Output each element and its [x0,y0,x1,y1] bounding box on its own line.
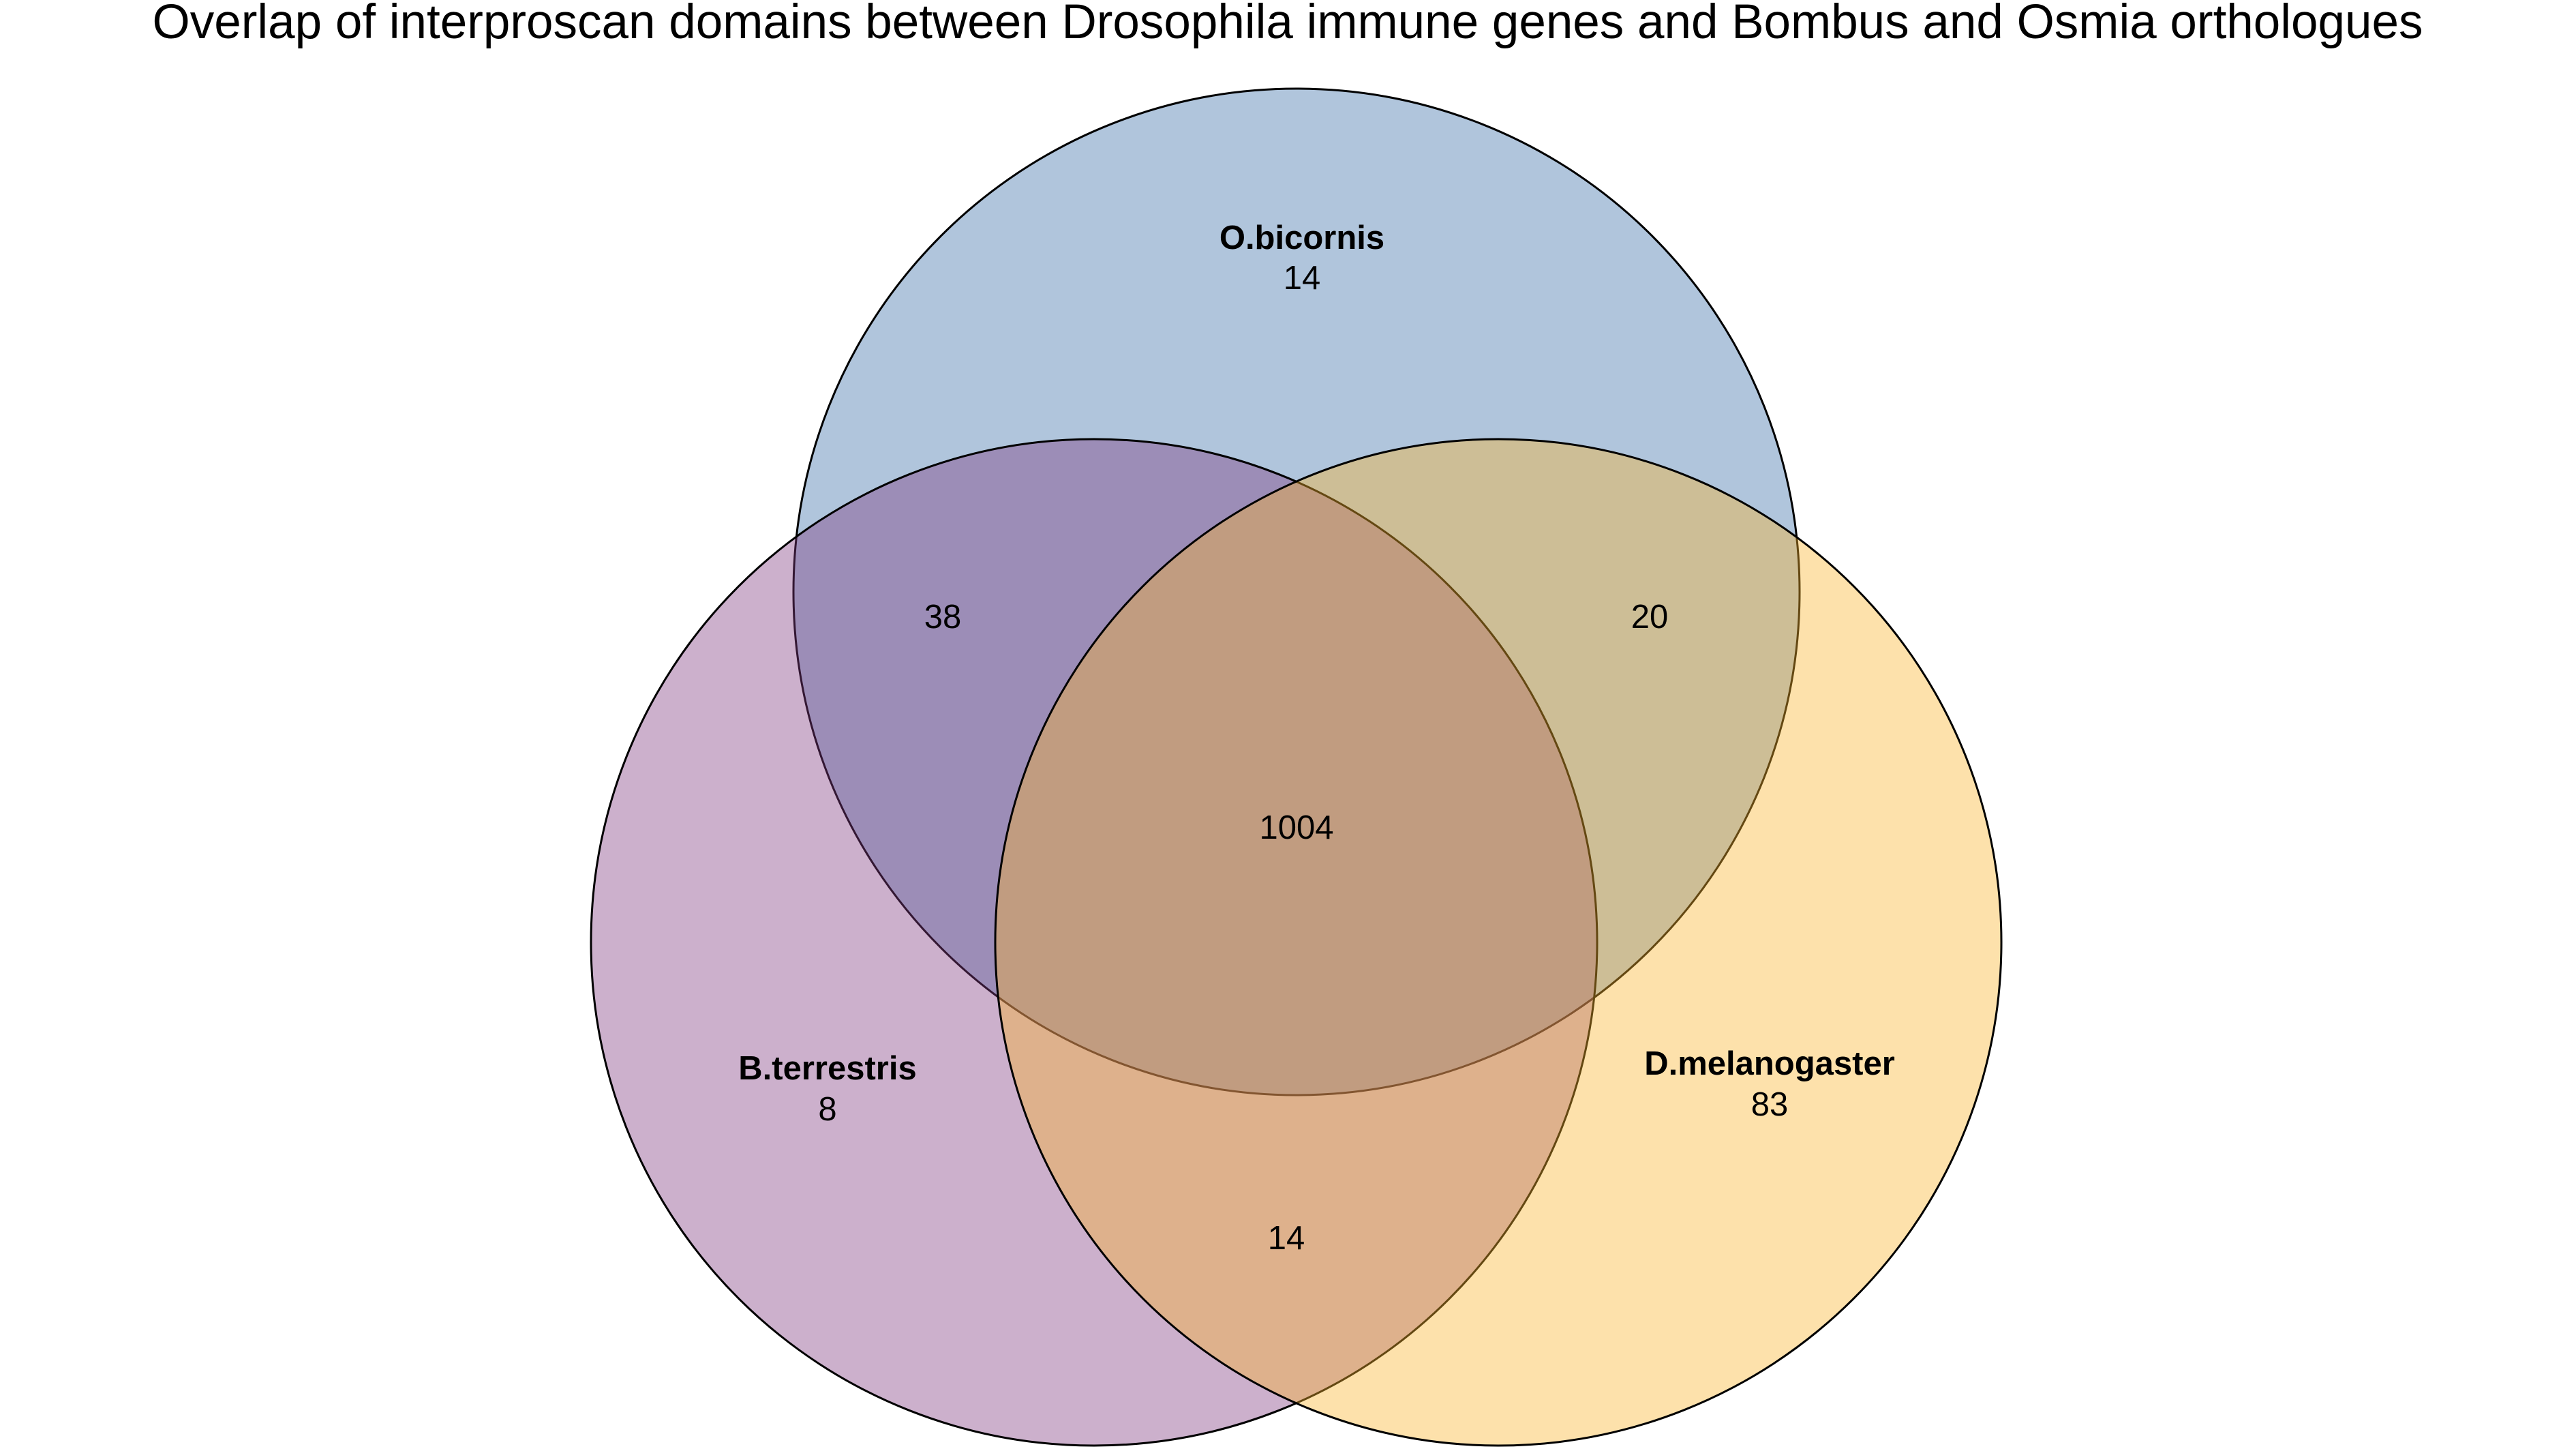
set-label-osmia: O.bicornis [1219,220,1384,256]
count-dmel-only: 83 [1751,1086,1789,1123]
set-label-dmel: D.melanogaster [1644,1045,1895,1082]
diagram-title: Overlap of interproscan domains between … [153,0,2423,49]
set-circle-osmia [792,87,1801,1096]
set-circle-bombus [590,438,1598,1447]
set-label-bombus: B.terrestris [738,1050,916,1087]
count-all-three: 1004 [1259,809,1333,846]
count-osmia-dmel: 20 [1631,599,1669,636]
set-circle-dmel [994,438,2003,1447]
count-osmia-only: 14 [1284,260,1321,297]
count-bombus-dmel: 14 [1268,1220,1305,1257]
count-bombus-only: 8 [818,1091,836,1128]
count-osmia-bombus: 38 [924,599,962,636]
